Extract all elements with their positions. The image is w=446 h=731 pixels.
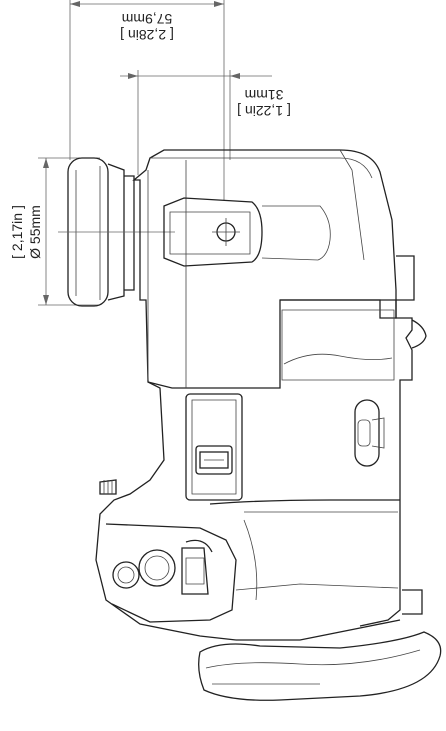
dimension-lens-diameter-mm: Ø 55mm xyxy=(27,205,43,259)
viewfinder-housing xyxy=(132,149,397,389)
dimension-offset-mm: 31mm xyxy=(245,87,284,103)
lens-eyecup xyxy=(58,157,175,307)
side-panel xyxy=(280,255,427,627)
dimension-width-in: [ 2,28in ] xyxy=(120,27,174,43)
dimension-lens-diameter: Ø 55mm [ 2,17in ] xyxy=(9,157,100,306)
dimension-width-mm: 57,9mm xyxy=(122,11,173,27)
dimension-width: 57,9mm [ 2,28in ] xyxy=(69,0,225,200)
hand-strap xyxy=(198,631,442,701)
control-buttons xyxy=(105,523,237,623)
dimension-offset-in: [ 1,22in ] xyxy=(237,103,291,119)
dimension-lens-diameter-in: [ 2,17in ] xyxy=(9,205,25,259)
dimension-offset: 31mm [ 1,22in ] xyxy=(120,70,291,175)
grip-body xyxy=(95,381,243,641)
lower-body xyxy=(209,499,401,641)
